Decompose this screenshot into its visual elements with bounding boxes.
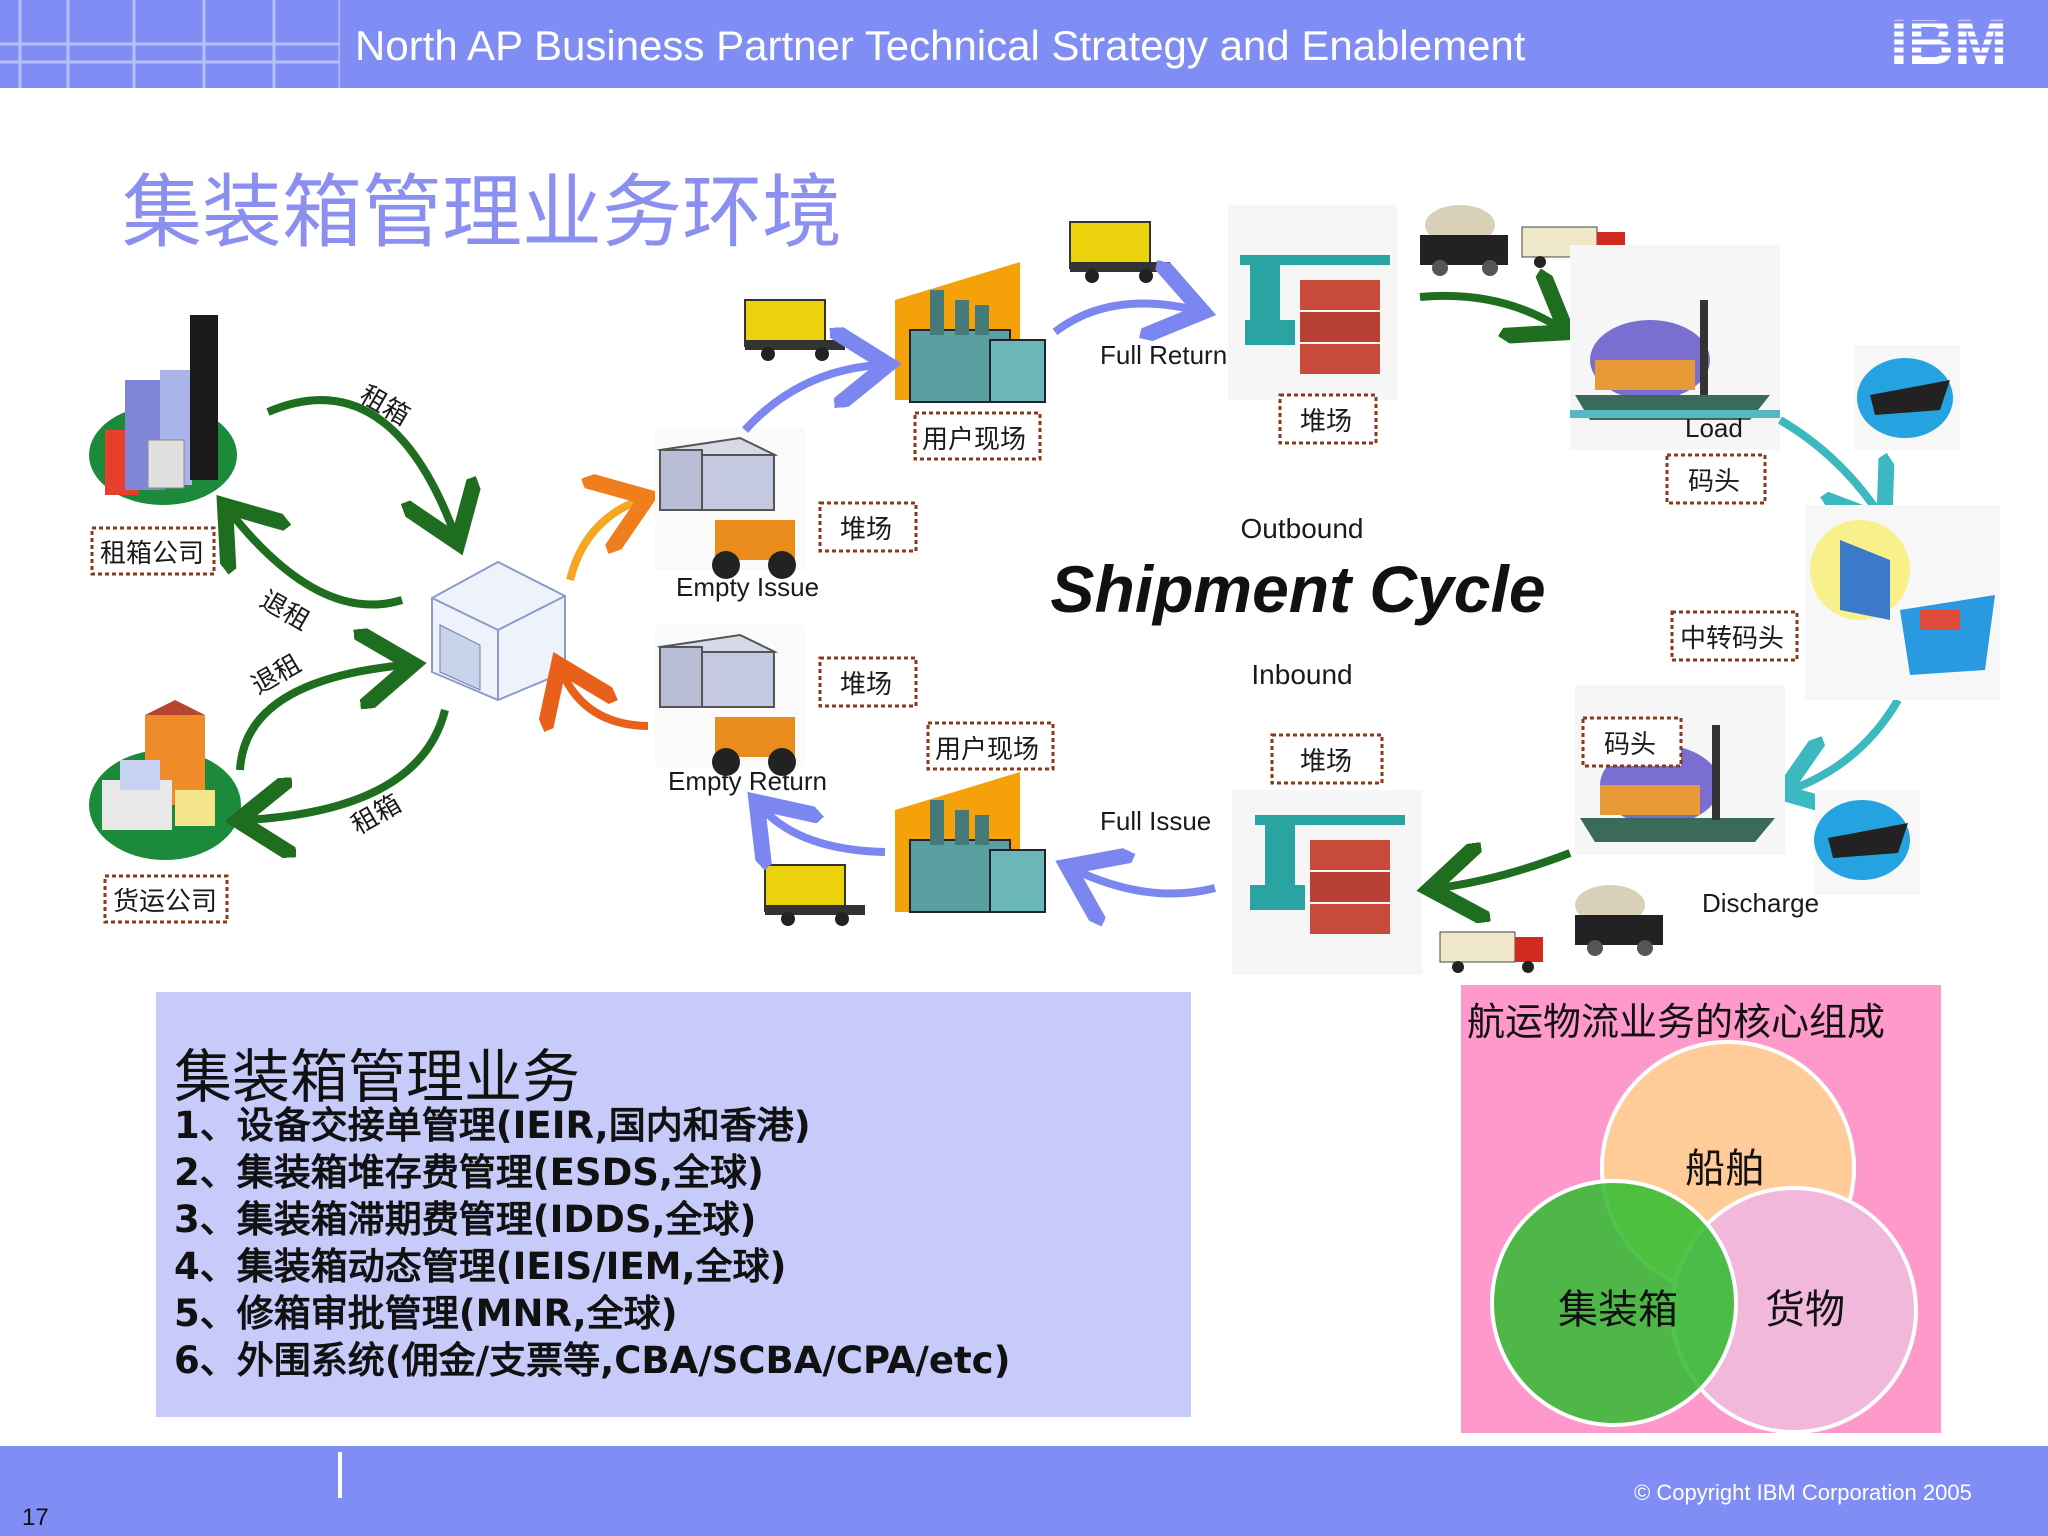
lease-arrow-bottom bbox=[246, 709, 449, 820]
yard-label-top: 堆场 bbox=[1278, 393, 1378, 445]
factory-icon-upper bbox=[895, 262, 1046, 403]
forwarder-company-label: 货运公司 bbox=[103, 874, 229, 924]
outbound-label: Outbound bbox=[1241, 513, 1364, 544]
header-grid-decoration bbox=[0, 0, 340, 88]
empty-issue-label: Empty Issue bbox=[676, 572, 819, 602]
footer-divider bbox=[338, 1452, 342, 1498]
central-depot-icon bbox=[431, 560, 566, 702]
leasing-company-label: 租箱公司 bbox=[90, 526, 216, 576]
svg-text:堆场: 堆场 bbox=[1300, 407, 1352, 437]
full-return-label: Full Return bbox=[1100, 340, 1227, 370]
svg-text:堆场: 堆场 bbox=[1300, 747, 1352, 777]
slide-title: 集装箱管理业务环境 bbox=[122, 166, 842, 259]
svg-text:货运公司: 货运公司 bbox=[113, 887, 217, 917]
container-yard-icon-lower bbox=[1232, 790, 1422, 975]
yard-label-lower: 堆场 bbox=[818, 656, 918, 708]
list-item: 2、集装箱堆存费管理(ESDS,全球) bbox=[174, 1151, 764, 1194]
venn-circle-container bbox=[1490, 1179, 1738, 1427]
empty-return-arrow bbox=[562, 672, 649, 726]
ship-at-sea-icon-top bbox=[1855, 345, 1960, 450]
customer-site-in-arrow bbox=[742, 365, 880, 433]
ibm-logo: IBM bbox=[1890, 10, 2030, 72]
venn-label-container: 集装箱 bbox=[1558, 1287, 1678, 1333]
discharge-label: Discharge bbox=[1702, 888, 1819, 918]
container-management-services-panel: 集装箱管理业务 1、设备交接单管理(IEIR,国内和香港) 2、集装箱堆存费管理… bbox=[156, 992, 1191, 1417]
container-yard-icon-upper bbox=[1228, 205, 1398, 400]
venn-label-ship: 船舶 bbox=[1685, 1146, 1765, 1192]
truck-icon-lower-left bbox=[764, 864, 865, 926]
footer-bar: 17 © Copyright IBM Corporation 2005 bbox=[0, 1446, 2048, 1536]
list-item: 3、集装箱滞期费管理(IDDS,全球) bbox=[174, 1198, 757, 1241]
list-item: 4、集装箱动态管理(IEIS/IEM,全球) bbox=[174, 1245, 787, 1288]
svg-text:用户现场: 用户现场 bbox=[935, 735, 1039, 765]
transship-terminal-label: 中转码头 bbox=[1670, 610, 1799, 662]
header-title: North AP Business Partner Technical Stra… bbox=[355, 22, 1526, 69]
truck-icon-upper-left bbox=[744, 299, 845, 361]
customer-site-label-lower: 用户现场 bbox=[926, 721, 1055, 771]
header-bar: North AP Business Partner Technical Stra… bbox=[0, 0, 2048, 88]
load-arrow bbox=[1419, 296, 1560, 328]
venn-label-cargo: 货物 bbox=[1765, 1287, 1845, 1333]
core-components-title: 航运物流业务的核心组成 bbox=[1467, 1000, 1886, 1044]
train-icon-lower bbox=[1575, 885, 1663, 956]
empty-return-forklift-icon bbox=[655, 625, 805, 776]
list-item: 6、外围系统(佣金/支票等,CBA/SCBA/CPA/etc) bbox=[174, 1339, 1011, 1382]
full-issue-label: Full Issue bbox=[1100, 806, 1211, 836]
svg-text:堆场: 堆场 bbox=[840, 515, 892, 545]
core-components-panel: 船舶 集装箱 货物 航运物流业务的核心组成 bbox=[1461, 985, 1941, 1433]
svg-text:码头: 码头 bbox=[1604, 730, 1656, 760]
empty-return-label: Empty Return bbox=[668, 766, 827, 796]
factory-icon-lower bbox=[895, 772, 1046, 913]
full-issue-arrow bbox=[1075, 870, 1217, 894]
transship-terminal-icon bbox=[1805, 505, 2000, 700]
page-number: 17 bbox=[22, 1504, 49, 1531]
load-label: Load bbox=[1685, 413, 1743, 443]
yard-label-upper: 堆场 bbox=[818, 501, 918, 553]
services-heading: 集装箱管理业务 bbox=[174, 1043, 581, 1111]
copyright-notice: © Copyright IBM Corporation 2005 bbox=[1634, 1480, 1972, 1505]
return-arrow-bottom bbox=[236, 665, 405, 771]
list-item: 5、修箱审批管理(MNR,全球) bbox=[174, 1292, 678, 1335]
svg-text:用户现场: 用户现场 bbox=[922, 425, 1026, 455]
terminal-label-top: 码头 bbox=[1665, 453, 1767, 505]
leasing-company-city-icon bbox=[89, 315, 237, 505]
empty-issue-forklift-icon bbox=[655, 428, 805, 579]
lease-arrow-top bbox=[266, 396, 455, 535]
truck-icon-upper-mid bbox=[1069, 221, 1170, 283]
return-arrow-top bbox=[230, 512, 404, 609]
empty-issue-arrow bbox=[566, 500, 640, 581]
svg-text:堆场: 堆场 bbox=[840, 670, 892, 700]
transship-out-arrow bbox=[1790, 697, 1902, 790]
yard-label-bottom: 堆场 bbox=[1270, 733, 1384, 785]
transship-in-arrow bbox=[1777, 416, 1880, 515]
svg-text:码头: 码头 bbox=[1688, 467, 1740, 497]
forwarder-company-building-icon bbox=[89, 700, 241, 860]
discharge-arrow bbox=[1438, 853, 1572, 888]
return-label-top: 退租 bbox=[255, 585, 315, 637]
customer-site-out-arrow bbox=[762, 808, 886, 852]
svg-text:中转码头: 中转码头 bbox=[1680, 624, 1784, 654]
svg-text:租箱公司: 租箱公司 bbox=[100, 539, 204, 569]
customer-site-label-upper: 用户现场 bbox=[913, 411, 1042, 461]
semi-truck-icon-lower bbox=[1439, 931, 1543, 973]
ibm-logo-text: IBM bbox=[1890, 10, 2007, 72]
inbound-label: Inbound bbox=[1251, 659, 1352, 690]
list-item: 1、设备交接单管理(IEIR,国内和香港) bbox=[174, 1104, 811, 1147]
services-list: 1、设备交接单管理(IEIR,国内和香港) 2、集装箱堆存费管理(ESDS,全球… bbox=[174, 1102, 1011, 1384]
core-components-venn: 船舶 集装箱 货物 bbox=[1490, 1040, 1918, 1433]
train-icon-upper bbox=[1420, 205, 1508, 276]
terminal-label-bottom: 码头 bbox=[1581, 716, 1683, 768]
shipment-cycle-title: Shipment Cycle bbox=[1050, 552, 1545, 626]
full-return-arrow bbox=[1052, 304, 1195, 332]
ship-terminal-icon-top bbox=[1570, 245, 1780, 450]
ship-terminal-icon-bottom bbox=[1575, 685, 1785, 855]
ship-at-sea-icon-bottom bbox=[1814, 790, 1920, 895]
